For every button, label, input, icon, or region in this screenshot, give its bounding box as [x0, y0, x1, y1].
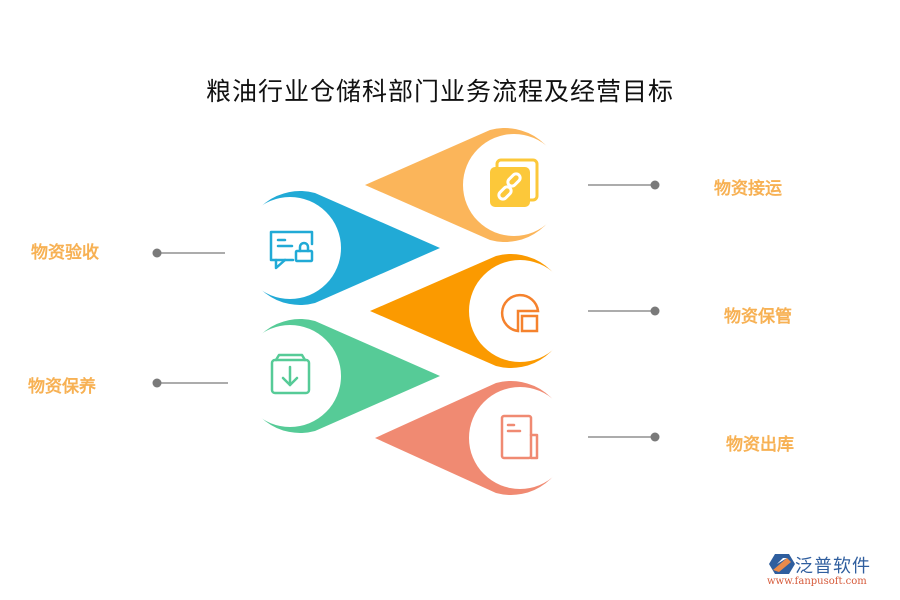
- logo-name: 泛普软件: [795, 556, 871, 577]
- label-maintenance: 物资保养: [28, 377, 96, 397]
- brand-logo: 泛普软件 www.fanpusoft.com: [765, 552, 895, 592]
- label-inspection: 物资验收: [31, 243, 99, 263]
- page-title: 粮油行业仓储科部门业务流程及经营目标: [205, 77, 674, 106]
- label-storage: 物资保管: [724, 307, 792, 327]
- label-outbound: 物资出库: [726, 435, 794, 455]
- document-icon: [500, 414, 539, 460]
- process-node-receiving-transport: [365, 128, 660, 242]
- process-node-storage: [370, 254, 660, 369]
- logo-icon: [769, 554, 795, 574]
- message-lock-icon: [269, 230, 314, 270]
- label-receiving-transport: 物资接运: [714, 179, 782, 199]
- link-icon: [490, 158, 539, 207]
- process-node-maintenance: [152, 319, 440, 433]
- logo-url: www.fanpusoft.com: [767, 576, 867, 587]
- box-download-icon: [270, 353, 311, 395]
- process-node-outbound: [375, 380, 660, 495]
- pie-square-icon: [500, 293, 540, 333]
- process-node-inspection: [152, 191, 440, 305]
